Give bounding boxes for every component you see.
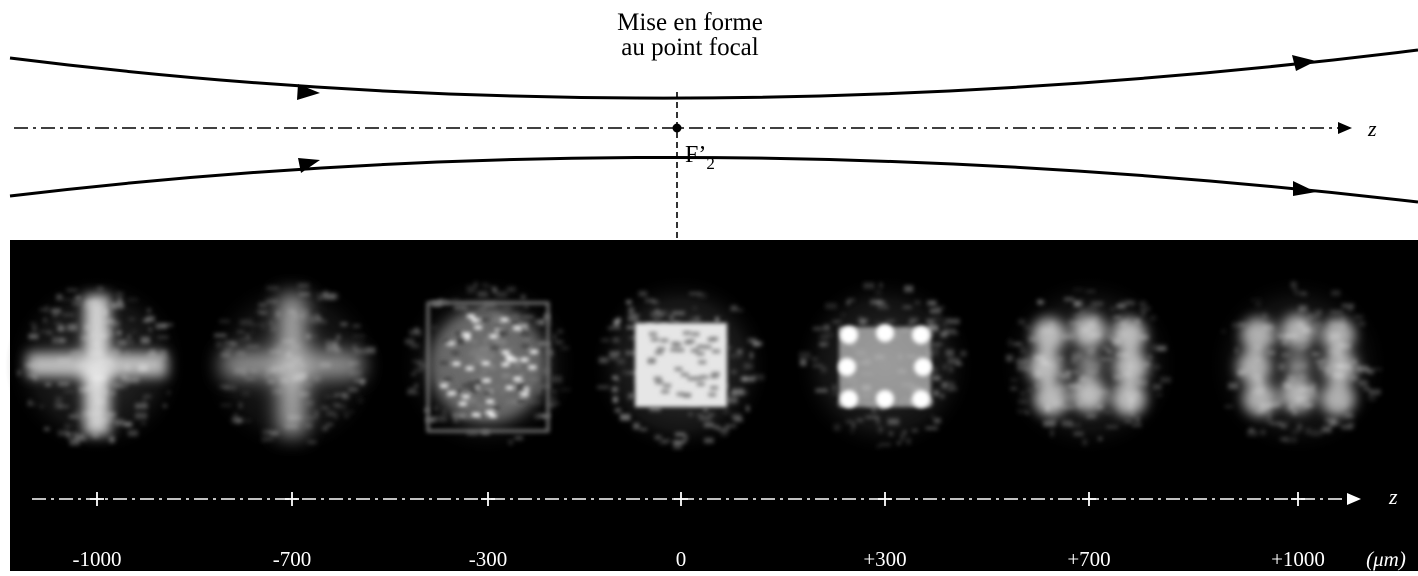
speckle-frame <box>200 273 384 457</box>
tick-label: +1000 <box>1271 547 1325 571</box>
measurement-axis-arrowhead <box>1347 493 1361 505</box>
tick-label: +700 <box>1067 547 1110 571</box>
speckle-frame <box>997 273 1181 457</box>
speckle-frame <box>396 273 580 457</box>
optical-axis-label: z <box>1367 116 1377 141</box>
speckle-frame <box>5 273 189 457</box>
tick-label: -1000 <box>73 547 122 571</box>
speckle-frame <box>793 273 977 457</box>
focal-point-label: F’2 <box>685 142 715 173</box>
measurement-ticks: -1000 -700 -300 0 +300 +700 +1000 <box>73 492 1325 571</box>
tick-label: +300 <box>863 547 906 571</box>
figure-title-line2: au point focal <box>621 34 759 61</box>
figure-title-line1: Mise en forme <box>617 9 763 36</box>
speckle-frames <box>5 273 1390 457</box>
tick-label: 0 <box>676 547 687 571</box>
focal-point-dot <box>672 123 682 133</box>
ray-lower-arrow-left <box>298 158 320 173</box>
ray-upper <box>9 48 1418 100</box>
measurement-axis-label: z <box>1388 484 1398 509</box>
tick-label: -700 <box>273 547 312 571</box>
ray-lower-arrow-right <box>1293 181 1316 196</box>
measurement-axis-unit: (μm) <box>1366 547 1406 571</box>
ray-lower <box>9 155 1418 204</box>
speckle-frame <box>1206 273 1390 457</box>
ray-upper-arrow-left <box>297 84 320 100</box>
tick-label: -300 <box>469 547 508 571</box>
optical-axis-arrowhead <box>1338 122 1352 134</box>
speckle-frame <box>589 273 773 457</box>
ray-upper-arrow-right <box>1292 55 1316 71</box>
